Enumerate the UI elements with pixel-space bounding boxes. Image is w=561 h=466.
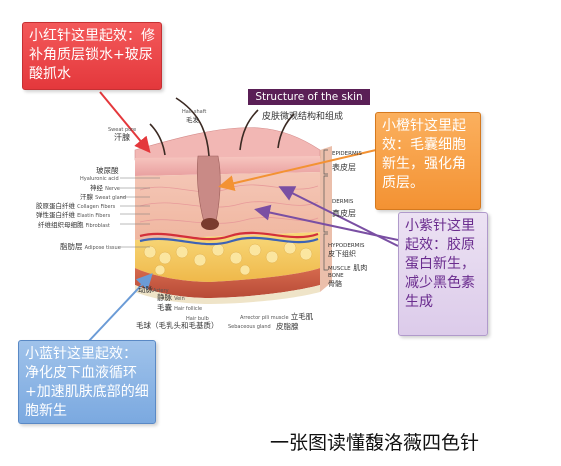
red-arrow bbox=[99, 91, 151, 154]
purple-arrow-2 bbox=[278, 186, 399, 247]
artery-vessel bbox=[139, 231, 319, 241]
epidermis-label: EPIDERMIS 表皮层 bbox=[332, 151, 362, 172]
collagen-label: 胶原蛋白纤维 Collagen Fibers bbox=[36, 202, 116, 210]
skin-block bbox=[134, 97, 332, 304]
arrector-label: Arrector pili muscle 立毛肌 bbox=[240, 312, 314, 322]
dermis-layer bbox=[135, 172, 320, 240]
footer-title: 一张图读懂馥洛薇四色针 bbox=[270, 432, 480, 454]
sweat-gland-label: 汗腺 Sweat gland bbox=[80, 193, 127, 201]
hair-bulb-en-label: Hair bulb bbox=[186, 316, 209, 322]
leader-lines bbox=[120, 177, 160, 248]
vein-vessel bbox=[139, 236, 319, 246]
hypodermis-layer bbox=[135, 232, 320, 282]
sweat-pore-label: Sweat pore 汗腺 bbox=[108, 127, 137, 142]
diagram-title: Structure of the skin bbox=[248, 89, 370, 105]
vein-label: 静脉 Vein bbox=[157, 293, 185, 303]
sebaceous-cn-label: 皮脂腺 bbox=[276, 322, 299, 331]
blue-arrow bbox=[87, 273, 153, 343]
muscle-layer bbox=[135, 268, 320, 298]
orange-needle-callout: 小橙针这里起效：毛囊细胞新生，强化角质层。 bbox=[375, 112, 481, 210]
elastin-label: 弹性蛋白纤维 Elastin Fibers bbox=[36, 211, 111, 219]
hair-bulb-cn-label: 毛球（毛乳头和毛基质） bbox=[136, 321, 219, 330]
bone-label: BONE 骨骼 bbox=[328, 273, 344, 288]
skin-surface bbox=[134, 127, 321, 161]
muscle-label: MUSCLE 肌肉 bbox=[328, 264, 368, 272]
blue-needle-callout: 小蓝针这里起效：净化皮下血液循环+加速肌肤底部的细胞新生 bbox=[18, 340, 156, 424]
dermis-label: DERMIS 真皮层 bbox=[332, 199, 356, 218]
purple-needle-callout: 小紫针这里起效：胶原蛋白新生，减少黑色素生成 bbox=[398, 212, 488, 336]
hyaluronic-label: 玻尿酸 Hyaluronic acid bbox=[80, 166, 119, 183]
hair-shafts bbox=[149, 97, 295, 157]
follicle-label: 毛囊 Hair follicle bbox=[157, 303, 203, 313]
hair-shaft-label: Hair shaft 毛发 bbox=[182, 109, 207, 124]
adipose-label: 脂肪层 Adipose tissue bbox=[60, 242, 121, 252]
fibroblast-label: 纤维组织母细胞 Fibroblast bbox=[38, 221, 110, 229]
red-needle-callout: 小红针这里起效：修补角质层锁水+玻尿酸抓水 bbox=[22, 22, 162, 90]
hypodermis-label: HYPODERMIS 皮下组织 bbox=[328, 243, 365, 258]
sebaceous-en-label: Sebaceous gland bbox=[228, 324, 271, 330]
orange-arrow bbox=[218, 149, 377, 192]
artery-label: 动脉Artery bbox=[138, 285, 169, 295]
diagram-subtitle: 皮肤微观结构和组成 bbox=[262, 112, 344, 122]
epidermis-layer bbox=[135, 156, 320, 176]
hair-bulb bbox=[201, 218, 219, 230]
nerve-label: 神经 Nerve bbox=[90, 184, 120, 192]
bone-layer bbox=[135, 285, 320, 304]
